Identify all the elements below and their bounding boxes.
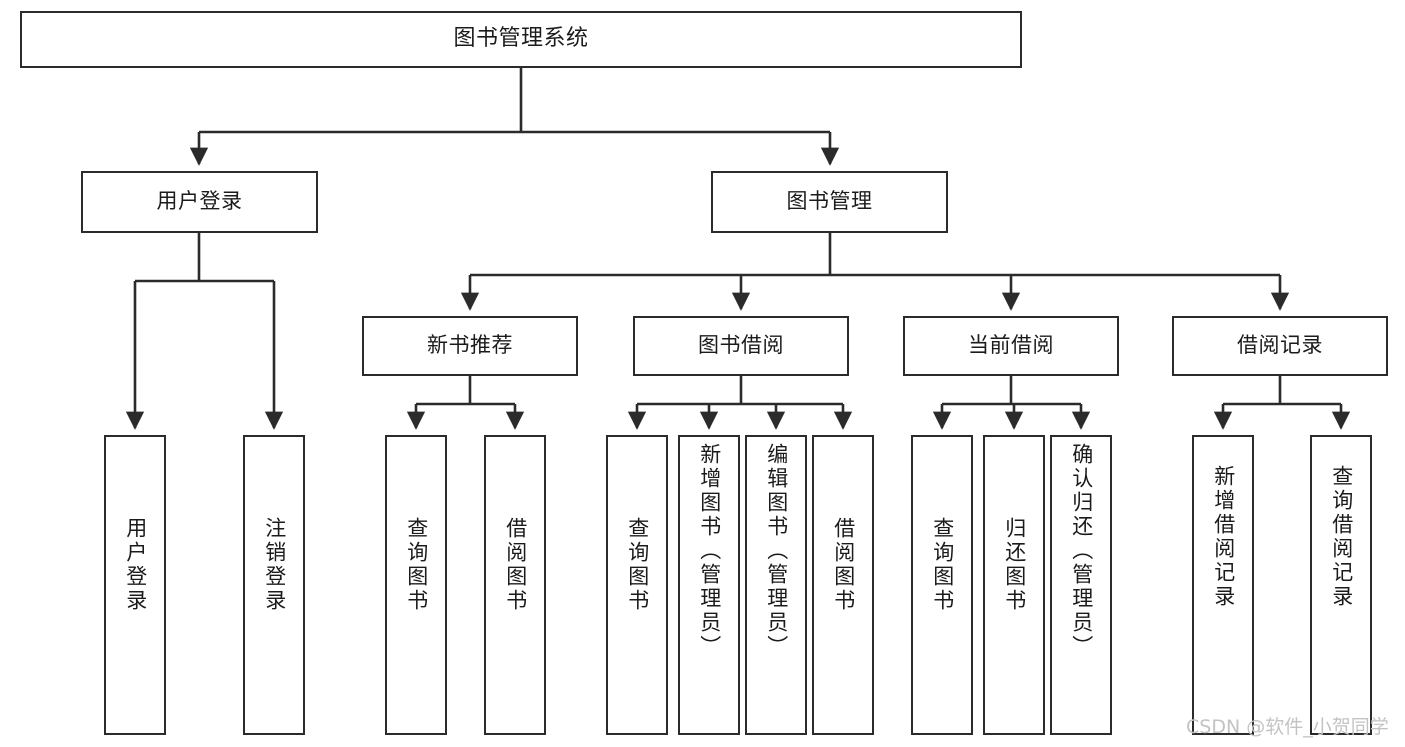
leaf-confirm-return-admin-label: 确认归还（管理员） <box>1069 443 1094 659</box>
node-current-borrow[interactable]: 当前借阅 <box>903 316 1119 376</box>
node-root-label: 图书管理系统 <box>453 26 589 52</box>
node-book-borrow[interactable]: 图书借阅 <box>633 316 849 376</box>
node-user-login[interactable]: 用户登录 <box>81 171 318 233</box>
node-new-book-recommend-label: 新书推荐 <box>427 333 513 358</box>
leaf-query-borrow-record-label: 查询借阅记录 <box>1329 465 1354 609</box>
leaf-edit-book-admin-label: 编辑图书（管理员） <box>764 443 789 659</box>
leaf-return-books[interactable]: 归还图书 <box>983 435 1045 735</box>
leaf-add-borrow-record-label: 新增借阅记录 <box>1211 465 1236 609</box>
leaf-logout[interactable]: 注销登录 <box>243 435 305 735</box>
csdn-watermark: CSDN @软件_小贺同学 <box>1186 716 1389 738</box>
leaf-query-books-borrow[interactable]: 查询图书 <box>606 435 668 735</box>
leaf-query-books-newbook[interactable]: 查询图书 <box>385 435 447 735</box>
leaf-query-books-current-label: 查询图书 <box>930 517 955 613</box>
leaf-return-books-label: 归还图书 <box>1002 517 1027 613</box>
leaf-borrow-books-newbook-label: 借阅图书 <box>503 517 528 613</box>
leaf-add-book-admin[interactable]: 新增图书（管理员） <box>678 435 740 735</box>
leaf-borrow-books-borrow-label: 借阅图书 <box>831 517 856 613</box>
node-root[interactable]: 图书管理系统 <box>20 11 1022 68</box>
leaf-user-login[interactable]: 用户登录 <box>104 435 166 735</box>
leaf-query-books-borrow-label: 查询图书 <box>625 517 650 613</box>
node-book-management[interactable]: 图书管理 <box>711 171 948 233</box>
leaf-borrow-books-newbook[interactable]: 借阅图书 <box>484 435 546 735</box>
node-borrow-record-label: 借阅记录 <box>1237 333 1323 358</box>
leaf-borrow-books-borrow[interactable]: 借阅图书 <box>812 435 874 735</box>
leaf-add-book-admin-label: 新增图书（管理员） <box>697 443 722 659</box>
leaf-confirm-return-admin[interactable]: 确认归还（管理员） <box>1050 435 1112 735</box>
leaf-edit-book-admin[interactable]: 编辑图书（管理员） <box>745 435 807 735</box>
node-current-borrow-label: 当前借阅 <box>968 333 1054 358</box>
leaf-query-books-newbook-label: 查询图书 <box>404 517 429 613</box>
node-book-management-label: 图书管理 <box>786 189 873 214</box>
node-book-borrow-label: 图书借阅 <box>698 333 784 358</box>
leaf-logout-label: 注销登录 <box>262 517 287 613</box>
node-user-login-label: 用户登录 <box>156 189 243 214</box>
node-borrow-record[interactable]: 借阅记录 <box>1172 316 1388 376</box>
leaf-query-borrow-record[interactable]: 查询借阅记录 <box>1310 435 1372 735</box>
leaf-user-login-label: 用户登录 <box>123 517 148 613</box>
leaf-query-books-current[interactable]: 查询图书 <box>911 435 973 735</box>
node-new-book-recommend[interactable]: 新书推荐 <box>362 316 578 376</box>
leaf-add-borrow-record[interactable]: 新增借阅记录 <box>1192 435 1254 735</box>
